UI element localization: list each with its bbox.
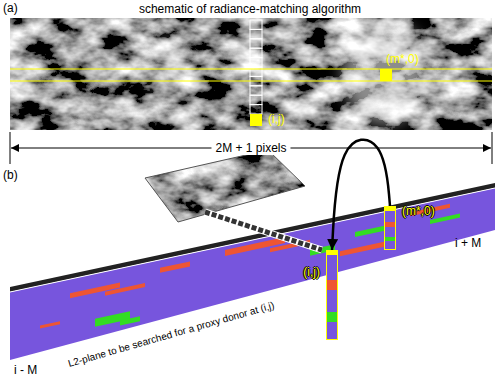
pixel-cell [250, 29, 262, 38]
search-row-line [10, 68, 492, 69]
span-label: 2M + 1 pixels [211, 141, 290, 155]
pixel-cell [250, 95, 262, 104]
l2-patches [40, 200, 460, 343]
node-label: (m*,0) [386, 52, 419, 66]
pixel-column [250, 20, 262, 114]
patch [120, 316, 140, 325]
bracket-end [10, 132, 11, 164]
patch [340, 241, 390, 257]
tile-outline [145, 150, 305, 222]
node-label: (m*,0) [402, 204, 435, 218]
patch [105, 283, 145, 296]
pixel-cell [250, 105, 262, 114]
target-column: (i,j) [326, 250, 338, 340]
plane-caption: L2-plane to be searched for a proxy dono… [67, 299, 276, 370]
range-label: i + M [455, 236, 481, 250]
cloud-glow [343, 20, 427, 124]
pixel-ladder-cells [205, 212, 322, 250]
range-label: i - M [14, 363, 37, 377]
bracket-end [492, 132, 493, 164]
match-arrow [332, 140, 390, 250]
node-label: (i,j) [303, 265, 320, 279]
node-label: (i,j) [268, 112, 285, 126]
pixel-cell [250, 20, 262, 29]
title: schematic of radiance-matching algorithm [139, 2, 361, 16]
panel-label: (a) [3, 1, 18, 15]
patch [95, 311, 130, 327]
bright-cloud [150, 20, 427, 124]
patch [160, 261, 190, 272]
slab-edge [10, 188, 495, 292]
pixel-cell [250, 48, 262, 57]
search-row-line [10, 80, 492, 81]
floating-image-tile [140, 145, 310, 227]
pixel-cell [250, 86, 262, 95]
pixel-ladder [205, 212, 322, 250]
patch [40, 321, 60, 328]
pixel-cell [250, 39, 262, 48]
pixel-marker: (i,j) [250, 114, 262, 126]
cloud-glow [150, 38, 186, 98]
panel-label: (b) [3, 168, 18, 182]
green-patches [95, 210, 460, 331]
donor-column: (m*,0) [384, 206, 396, 250]
pixel-cell [250, 58, 262, 67]
match-pixel-marker: (m*,0) [380, 69, 392, 81]
l2-plane [10, 188, 495, 360]
radiance-image [10, 18, 492, 130]
